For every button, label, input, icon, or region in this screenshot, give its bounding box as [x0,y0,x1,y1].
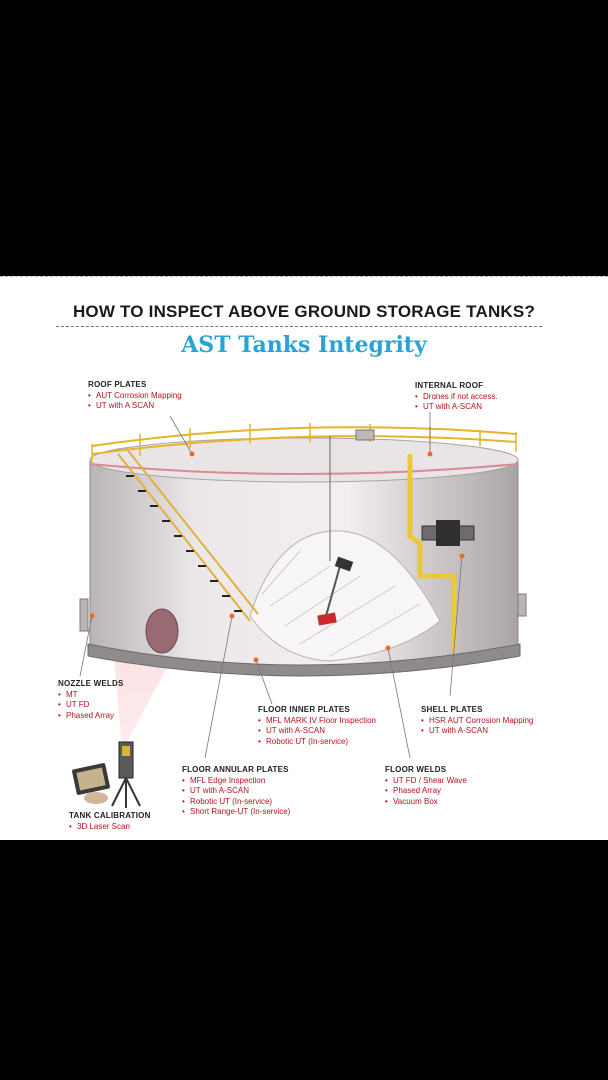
label-floor-annular-plates: FLOOR ANNULAR PLATES MFL Edge Inspection… [182,765,290,818]
label-item: UT with A-SCAN [182,786,290,797]
title-divider [56,326,542,327]
shell-crawler-scanner [421,520,475,546]
label-roof-plates: ROOF PLATES AUT Corrosion Mapping UT wit… [88,380,182,412]
label-title: FLOOR INNER PLATES [258,705,350,714]
label-floor-inner-plates: FLOOR INNER PLATES MFL MARK IV Floor Ins… [258,705,376,747]
label-item: UT with A-SCAN [421,726,533,737]
label-title: TANK CALIBRATION [69,811,151,820]
infographic-panel: HOW TO INSPECT ABOVE GROUND STORAGE TANK… [0,276,608,840]
label-item: HSR AUT Corrosion Mapping [421,716,533,727]
nozzle-right [517,593,527,617]
tank-base-ring [87,643,521,677]
label-item: UT with A-SCAN [415,402,498,413]
label-floor-welds: FLOOR WELDS UT FD / Shear Wave Phased Ar… [385,765,467,807]
label-item: UT with A SCAN [88,401,182,412]
roof-vent [355,429,375,441]
label-shell-plates: SHELL PLATES HSR AUT Corrosion Mapping U… [421,705,533,737]
label-item: MFL MARK IV Floor Inspection [258,716,376,727]
label-item: Drones if not access. [415,392,498,403]
label-tank-calibration: TANK CALIBRATION 3D Laser Scan [69,811,151,832]
label-nozzle-welds: NOZZLE WELDS MT UT FD Phased Array [58,679,124,721]
label-title: NOZZLE WELDS [58,679,124,688]
label-item: AUT Corrosion Mapping [88,391,182,402]
tank-roof [89,437,519,483]
label-title: ROOF PLATES [88,380,147,389]
tank-illustration [72,412,527,808]
callout-dots [89,451,465,663]
roof-railing [91,423,517,464]
nozzle-left [79,598,89,632]
label-item: 3D Laser Scan [69,822,151,833]
leader-lines [79,412,463,759]
page-title: HOW TO INSPECT ABOVE GROUND STORAGE TANK… [72,302,536,321]
floor-plate-lines [261,550,421,657]
label-item: UT with A-SCAN [258,726,376,737]
tank-cutaway-floor [249,530,441,662]
staircase [117,447,259,622]
label-item: Phased Array [385,786,467,797]
shell-pipe [407,454,457,651]
manway-plate [145,608,179,654]
label-item: MFL Edge Inspection [182,776,290,787]
label-item: UT FD [58,700,124,711]
label-item: Short Range-UT (In-service) [182,807,290,818]
label-item: Phased Array [58,711,124,722]
top-divider [0,276,608,277]
label-title: FLOOR WELDS [385,765,447,774]
label-title: FLOOR ANNULAR PLATES [182,765,289,774]
label-title: SHELL PLATES [421,705,483,714]
label-title: INTERNAL ROOF [415,381,484,390]
page-subtitle: AST Tanks Integrity [181,332,427,358]
roof-rim [89,463,519,475]
label-item: Robotic UT (In-service) [182,797,290,808]
label-item: UT FD / Shear Wave [385,776,467,787]
scanner-tablet [72,763,110,804]
laser-scanner-tripod [111,741,141,808]
floor-mfl-robot [317,556,354,626]
label-item: Vacuum Box [385,797,467,808]
label-internal-roof: INTERNAL ROOF Drones if not access. UT w… [415,381,498,413]
label-item: MT [58,690,124,701]
label-item: Robotic UT (In-service) [258,737,376,748]
